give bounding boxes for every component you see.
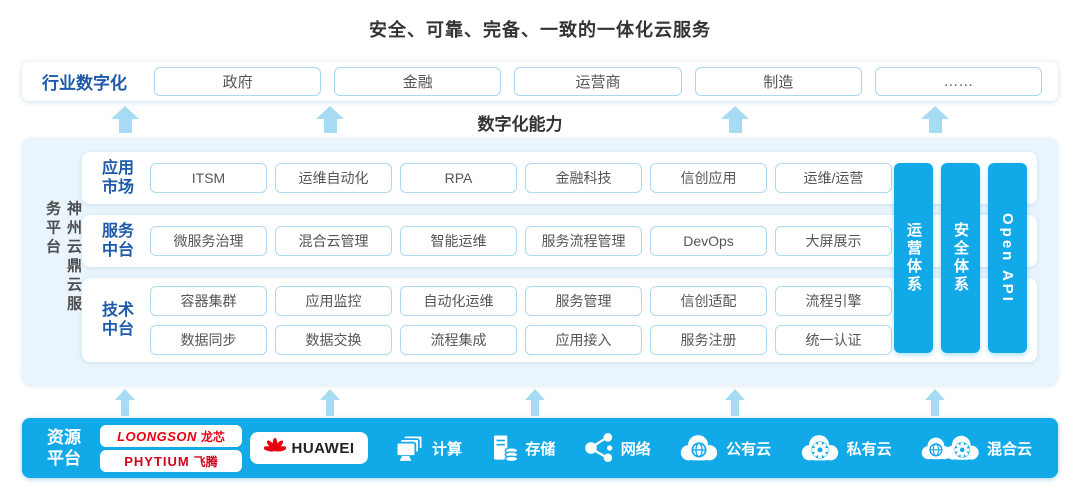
app-item-itsm: ITSM [150,163,267,193]
industry-item-carrier: 运营商 [514,67,682,96]
industry-item-finance: 金融 [334,67,502,96]
resource-compute: 计算 [394,432,462,464]
huawei-flower-icon [263,437,286,452]
resource-public-cloud: 公有云 [678,432,771,464]
up-arrow-icon [925,389,945,416]
open-api-bar: Open API [988,163,1027,353]
resource-storage: 存储 [489,432,555,464]
tech-item-app-monitor: 应用监控 [275,285,392,316]
service-platform-label: 服务中台 [101,222,134,259]
tech-item-auto-ops: 自动化运维 [400,285,517,316]
app-item-xinchuang-app: 信创应用 [650,163,767,193]
resource-platform-bar: 资源平台 LOONGSON 龙芯 PHYTIUM 飞腾 [22,418,1058,478]
svc-item-workflow: 服务流程管理 [525,226,642,256]
resource-platform-label: 资源平台 [47,427,81,468]
industry-item-more: …… [874,67,1043,96]
up-arrow-icon [316,106,344,133]
tech-item-svc-registry: 服务注册 [650,324,767,355]
app-item-fintech: 金融科技 [525,163,642,193]
industry-item-government: 政府 [154,67,322,96]
public-cloud-icon [681,435,718,461]
capability-label: 数字化能力 [477,115,563,134]
app-item-rpa: RPA [400,163,517,193]
svc-item-aiops: 智能运维 [400,226,517,256]
compute-icon [395,434,424,461]
resource-items: 计算 存储 [394,418,1032,478]
private-cloud-icon [801,435,838,461]
svc-item-dashboard: 大屏展示 [775,226,892,256]
network-icon [585,433,613,463]
security-system-bar: 安全体系 [941,163,980,353]
svc-item-hybrid-mgmt: 混合云管理 [275,226,392,256]
up-arrow-icon [921,106,949,133]
app-market-row: 应用市场 ITSM 运维自动化 RPA 金融科技 信创应用 运维/运营 [82,152,1037,204]
resource-private-cloud: 私有云 [799,432,892,464]
up-arrow-icon [115,389,135,416]
tech-item-svc-mgmt: 服务管理 [525,285,642,316]
service-platform-row: 服务中台 微服务治理 混合云管理 智能运维 服务流程管理 DevOps 大屏展示 [82,215,1037,267]
tech-item-xinchuang-adapt: 信创适配 [650,285,767,316]
operation-system-bar: 运营体系 [894,163,933,353]
app-market-label: 应用市场 [101,159,134,196]
tech-item-process-engine: 流程引擎 [775,285,892,316]
industry-row-label: 行业数字化 [42,74,127,93]
industry-row: 行业数字化 政府 金融 运营商 制造 …… [22,62,1058,101]
resource-hybrid-cloud: 混合云 [919,432,1032,464]
tech-item-data-sync: 数据同步 [150,324,267,355]
hybrid-cloud-icon [921,435,979,460]
huawei-logo: HUAWEI [250,432,368,464]
up-arrow-icon [721,106,749,133]
up-arrow-icon [725,389,745,416]
tech-item-app-access: 应用接入 [525,324,642,355]
platform-rows: 应用市场 ITSM 运维自动化 RPA 金融科技 信创应用 运维/运营 服务中台… [82,152,1037,362]
tech-item-unified-auth: 统一认证 [775,324,892,355]
tech-platform-row: 技术中台 容器集群 应用监控 自动化运维 服务管理 信创适配 流程引擎 数据同步… [82,278,1037,362]
up-arrow-icon [320,389,340,416]
industry-items: 政府 金融 运营商 制造 …… [154,67,1043,96]
platform-side-label: 神州云鼎云服务平台 [44,199,82,314]
app-item-ops-automation: 运维自动化 [275,163,392,193]
cloud-platform-panel: 神州云鼎云服务平台 应用市场 ITSM 运维自动化 RPA 金融科技 信创应用 … [22,138,1058,385]
diagram-title: 安全、可靠、完备、一致的一体化云服务 [369,20,711,40]
tech-item-process-integration: 流程集成 [400,324,517,355]
industry-item-manufacturing: 制造 [694,67,862,96]
up-arrow-icon [111,106,139,133]
up-arrow-icon [525,389,545,416]
tech-item-container: 容器集群 [150,285,267,316]
resource-network: 网络 [583,432,651,464]
phytium-logo: PHYTIUM 飞腾 [100,450,242,472]
tech-item-data-exchange: 数据交换 [275,324,392,355]
storage-icon [494,435,519,463]
svc-item-devops: DevOps [650,226,767,256]
app-item-ops: 运维/运营 [775,163,892,193]
loongson-logo: LOONGSON 龙芯 [100,425,242,447]
tech-platform-label: 技术中台 [101,301,134,338]
svc-item-microservice: 微服务治理 [150,226,267,256]
